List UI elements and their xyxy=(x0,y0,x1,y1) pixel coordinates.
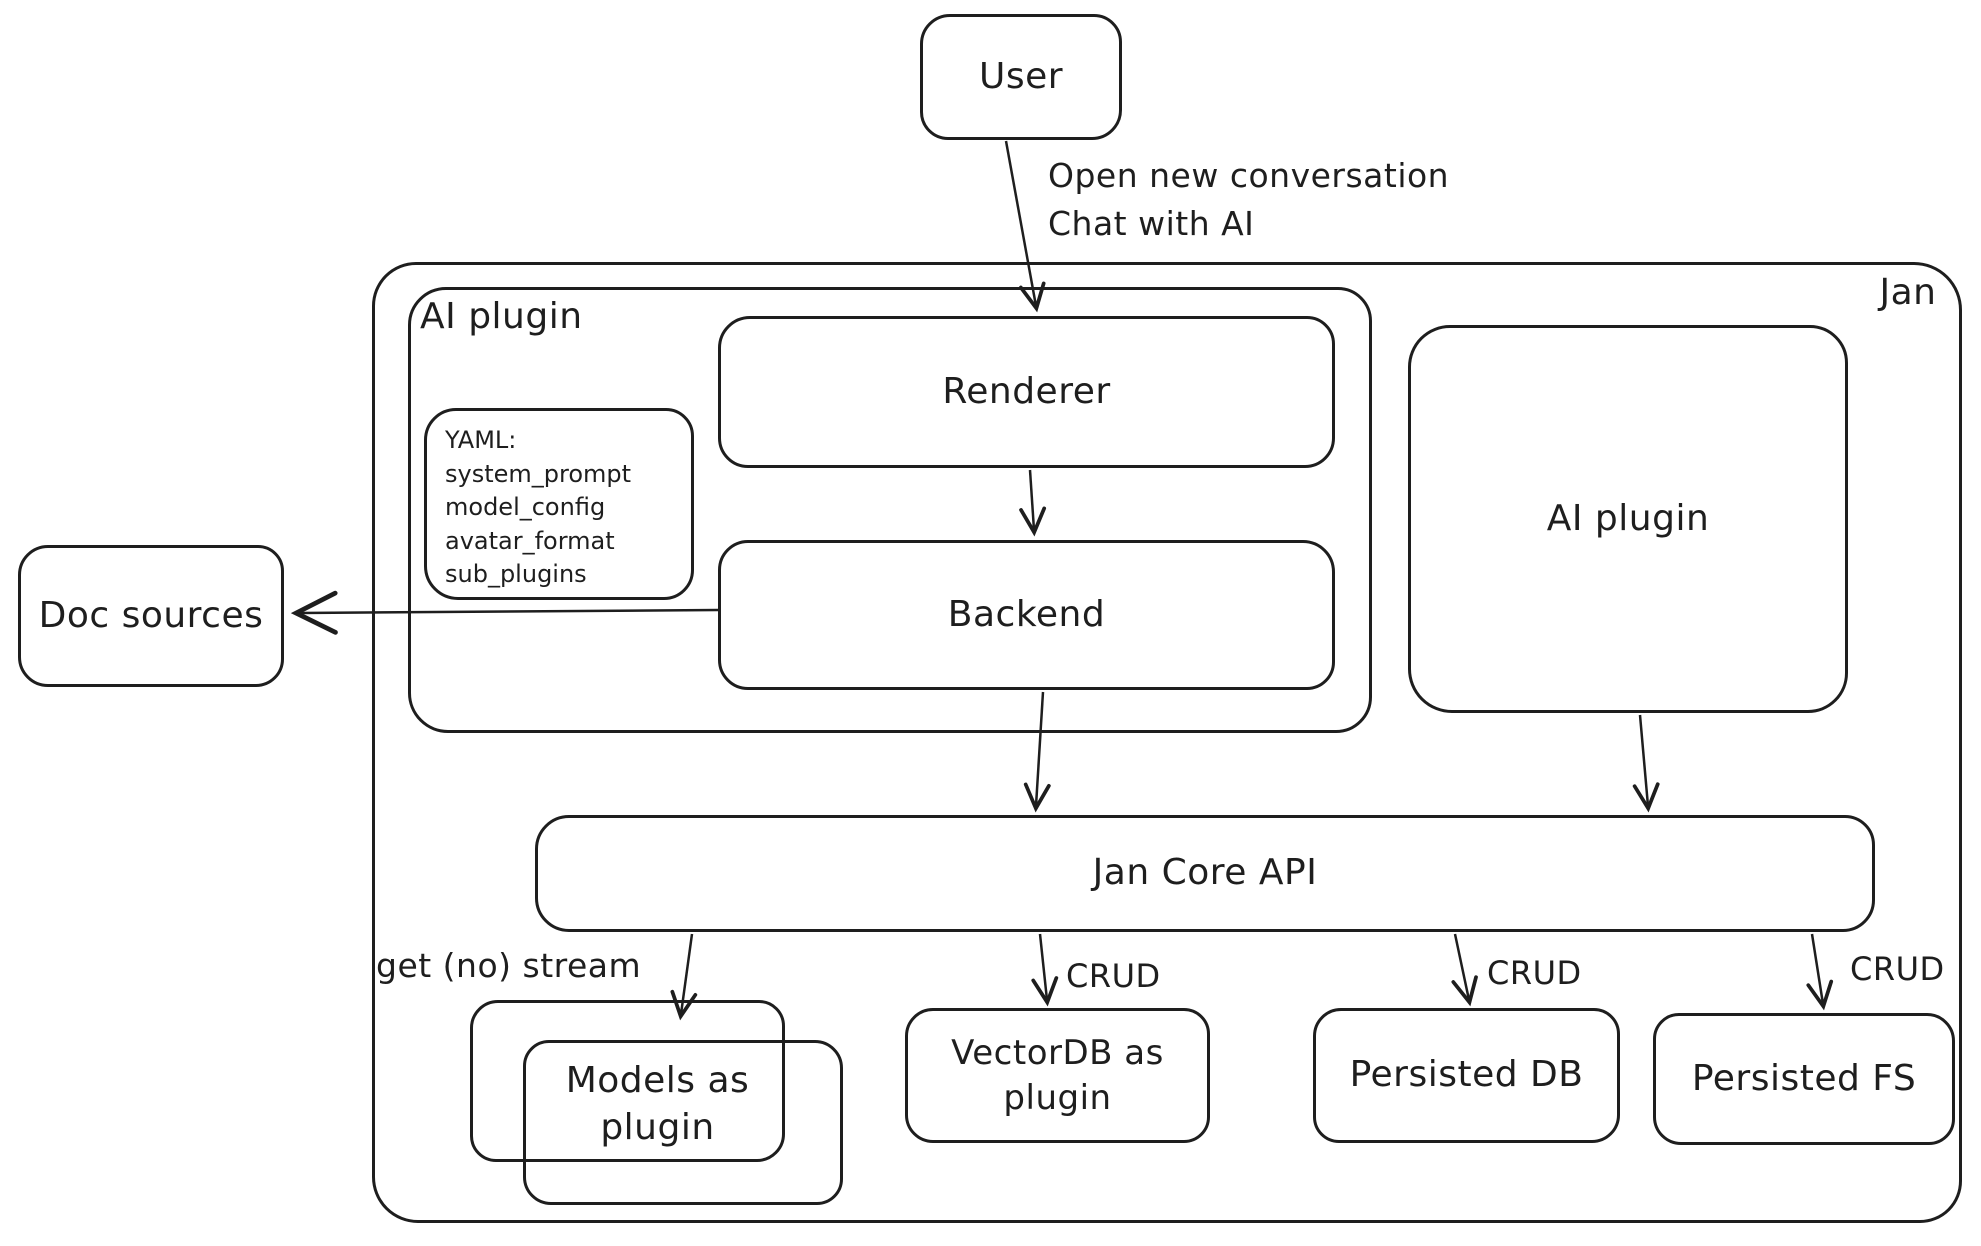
jan-core-api-node: Jan Core API xyxy=(535,815,1875,932)
yaml-note-box xyxy=(424,408,694,600)
edge-label-user-flow: Open new conversation Chat with AI xyxy=(1048,156,1450,243)
models-node-outer xyxy=(470,1000,785,1162)
edge-label-crud-persisted-db: CRUD xyxy=(1487,954,1582,992)
persisted-db-node: Persisted DB xyxy=(1313,1008,1620,1143)
yaml-note-line: avatar_format xyxy=(445,526,615,555)
persisted-fs-node: Persisted FS xyxy=(1653,1013,1955,1145)
persisted-fs-label: Persisted FS xyxy=(1691,1057,1917,1099)
user-node: User xyxy=(920,14,1122,140)
backend-node: Backend xyxy=(718,540,1335,690)
ai-plugin-right-label: AI plugin xyxy=(1546,497,1710,539)
renderer-node: Renderer xyxy=(718,316,1335,468)
persisted-db-label: Persisted DB xyxy=(1349,1054,1584,1096)
ai-plugin-right-node: AI plugin xyxy=(1408,325,1848,713)
user-label: User xyxy=(978,55,1064,97)
edge-label-crud-vectordb: CRUD xyxy=(1066,957,1161,995)
doc-sources-label: Doc sources xyxy=(38,594,264,636)
yaml-note-line: model_config xyxy=(445,493,606,522)
yaml-note-line: system_prompt xyxy=(445,459,632,488)
yaml-note-line: sub_plugins xyxy=(445,560,587,589)
yaml-note-text: YAML: system_prompt model_config avatar_… xyxy=(445,424,631,592)
jan-core-api-label: Jan Core API xyxy=(1092,852,1318,894)
backend-label: Backend xyxy=(947,593,1106,635)
models-node-inner xyxy=(523,1040,843,1205)
doc-sources-node: Doc sources xyxy=(18,545,284,687)
ai-plugin-group-label: AI plugin xyxy=(420,296,583,337)
vectordb-label: VectorDB as plugin xyxy=(951,1033,1164,1118)
jan-container-label: Jan xyxy=(1879,272,1937,313)
renderer-label: Renderer xyxy=(942,370,1111,412)
vectordb-node: VectorDB as plugin xyxy=(905,1008,1210,1143)
yaml-note-title: YAML: xyxy=(445,426,517,454)
edge-label-crud-persisted-fs: CRUD xyxy=(1850,950,1945,988)
edge-label-get-no-stream: get (no) stream xyxy=(376,946,642,985)
